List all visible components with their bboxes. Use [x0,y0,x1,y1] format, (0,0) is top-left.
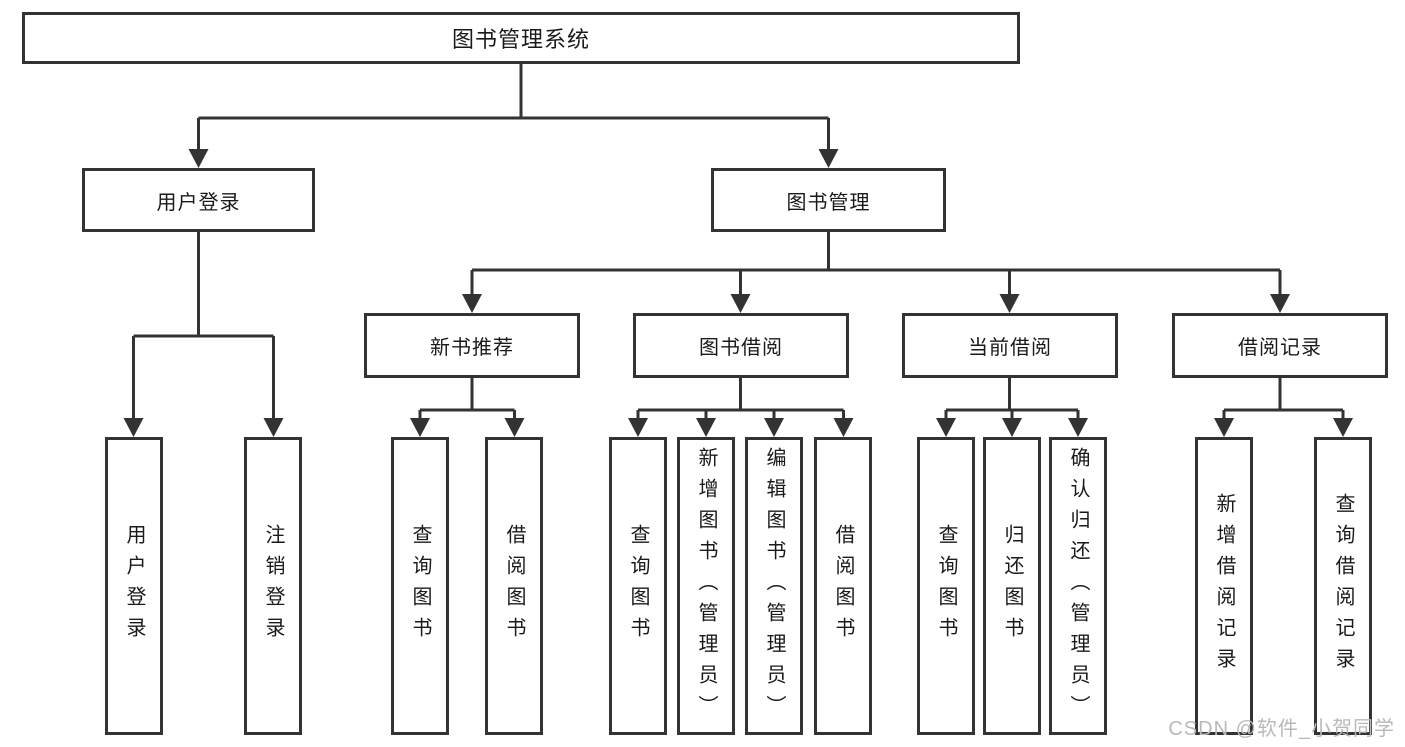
node-user-login: 用户登录 [82,168,315,232]
node-book-borrow: 图书借阅 [633,313,849,378]
node-label: 查询图书 [627,524,649,648]
node-label: 确认归还（管理员） [1067,446,1089,726]
arrowhead [1002,418,1022,437]
arrowhead [730,294,751,313]
node-label: 新书推荐 [430,337,514,359]
node-label: 新增借阅记录 [1213,493,1235,679]
arrowhead [123,418,144,437]
node-book-management: 图书管理 [711,168,946,232]
node-label: 用户登录 [156,191,241,214]
csdn-watermark: CSDN @软件_小贺同学 [1168,718,1395,740]
node-leaf-borrow-books-2: 借阅图书 [814,437,872,735]
node-label: 图书借阅 [699,337,783,359]
node-label: 借阅记录 [1238,337,1322,359]
arrowhead [1333,418,1353,437]
node-leaf-edit-books-admin: 编辑图书（管理员） [745,437,803,735]
arrowhead [833,418,854,437]
connector-borrow-records-to-children [1222,378,1345,421]
node-label: 借阅图书 [832,524,854,648]
node-label: 查询图书 [935,524,957,648]
node-leaf-query-books-2: 查询图书 [609,437,667,735]
arrowhead [1214,418,1234,437]
node-leaf-query-books-3: 查询图书 [917,437,975,735]
connector-user-login-to-children [132,232,275,421]
node-leaf-add-books-admin: 新增图书（管理员） [677,437,735,735]
node-leaf-user-login: 用户登录 [105,437,163,735]
node-leaf-borrow-books-1: 借阅图书 [485,437,543,735]
node-leaf-logout: 注销登录 [244,437,302,735]
arrowhead [936,418,956,437]
arrowhead [263,418,284,437]
connector-book-management-to-children [470,232,1282,297]
arrowhead [462,294,482,313]
node-leaf-add-borrow-record: 新增借阅记录 [1195,437,1253,735]
node-label: 借阅图书 [503,524,525,648]
node-current-borrow: 当前借阅 [902,313,1118,378]
node-label: 新增图书（管理员） [695,446,717,726]
node-borrow-records: 借阅记录 [1172,313,1388,378]
connector-new-book-recommend-to-children [418,378,516,421]
node-new-book-recommend: 新书推荐 [364,313,580,378]
node-leaf-confirm-return-admin: 确认归还（管理员） [1049,437,1107,735]
arrowhead [1068,418,1088,437]
arrowhead [999,294,1020,313]
node-leaf-query-borrow-record: 查询借阅记录 [1314,437,1372,735]
node-label: 图书管理 [786,191,871,214]
node-label: 当前借阅 [968,337,1052,359]
node-library-management-system: 图书管理系统 [22,12,1020,64]
node-label: 用户登录 [123,524,145,648]
node-label: 注销登录 [262,524,284,648]
node-label: 查询图书 [409,524,431,648]
node-label: 查询借阅记录 [1332,493,1354,679]
arrowhead [188,149,209,168]
connector-book-borrow-to-children [636,378,845,421]
node-label: 归还图书 [1001,524,1023,648]
node-label: 图书管理系统 [451,27,590,52]
node-leaf-query-books-1: 查询图书 [391,437,449,735]
arrowhead [1270,294,1290,313]
node-leaf-return-books: 归还图书 [983,437,1041,735]
node-label: 编辑图书（管理员） [763,446,785,726]
arrowhead [696,418,716,437]
arrowhead [764,418,784,437]
connector-current-borrow-to-children [944,378,1080,421]
arrowhead [818,149,839,168]
connector-root-to-children [197,64,830,151]
arrowhead [410,418,430,437]
arrowhead [628,418,648,437]
arrowhead [504,418,525,437]
